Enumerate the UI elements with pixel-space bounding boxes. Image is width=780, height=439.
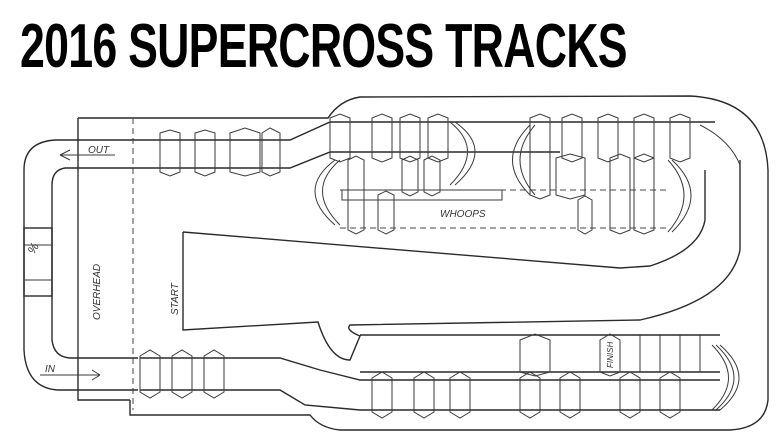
label-out: OUT xyxy=(88,145,110,156)
label-finish: FINISH xyxy=(606,342,615,368)
label-in: IN xyxy=(45,364,56,375)
berms xyxy=(314,121,741,411)
start-gate xyxy=(182,160,741,361)
label-split-marker: % xyxy=(24,240,42,257)
top-rhythm-section xyxy=(159,113,715,200)
label-whoops: WHOOPS xyxy=(440,209,486,220)
label-start: START xyxy=(170,282,181,315)
bottom-rhythm-section xyxy=(139,333,720,419)
left-lane xyxy=(23,139,160,391)
page-title: 2016 SUPERCROSS TRACKS xyxy=(20,12,628,81)
label-overhead: OVERHEAD xyxy=(92,264,103,320)
whoops-section xyxy=(340,153,670,235)
overhead-markers xyxy=(77,118,134,410)
